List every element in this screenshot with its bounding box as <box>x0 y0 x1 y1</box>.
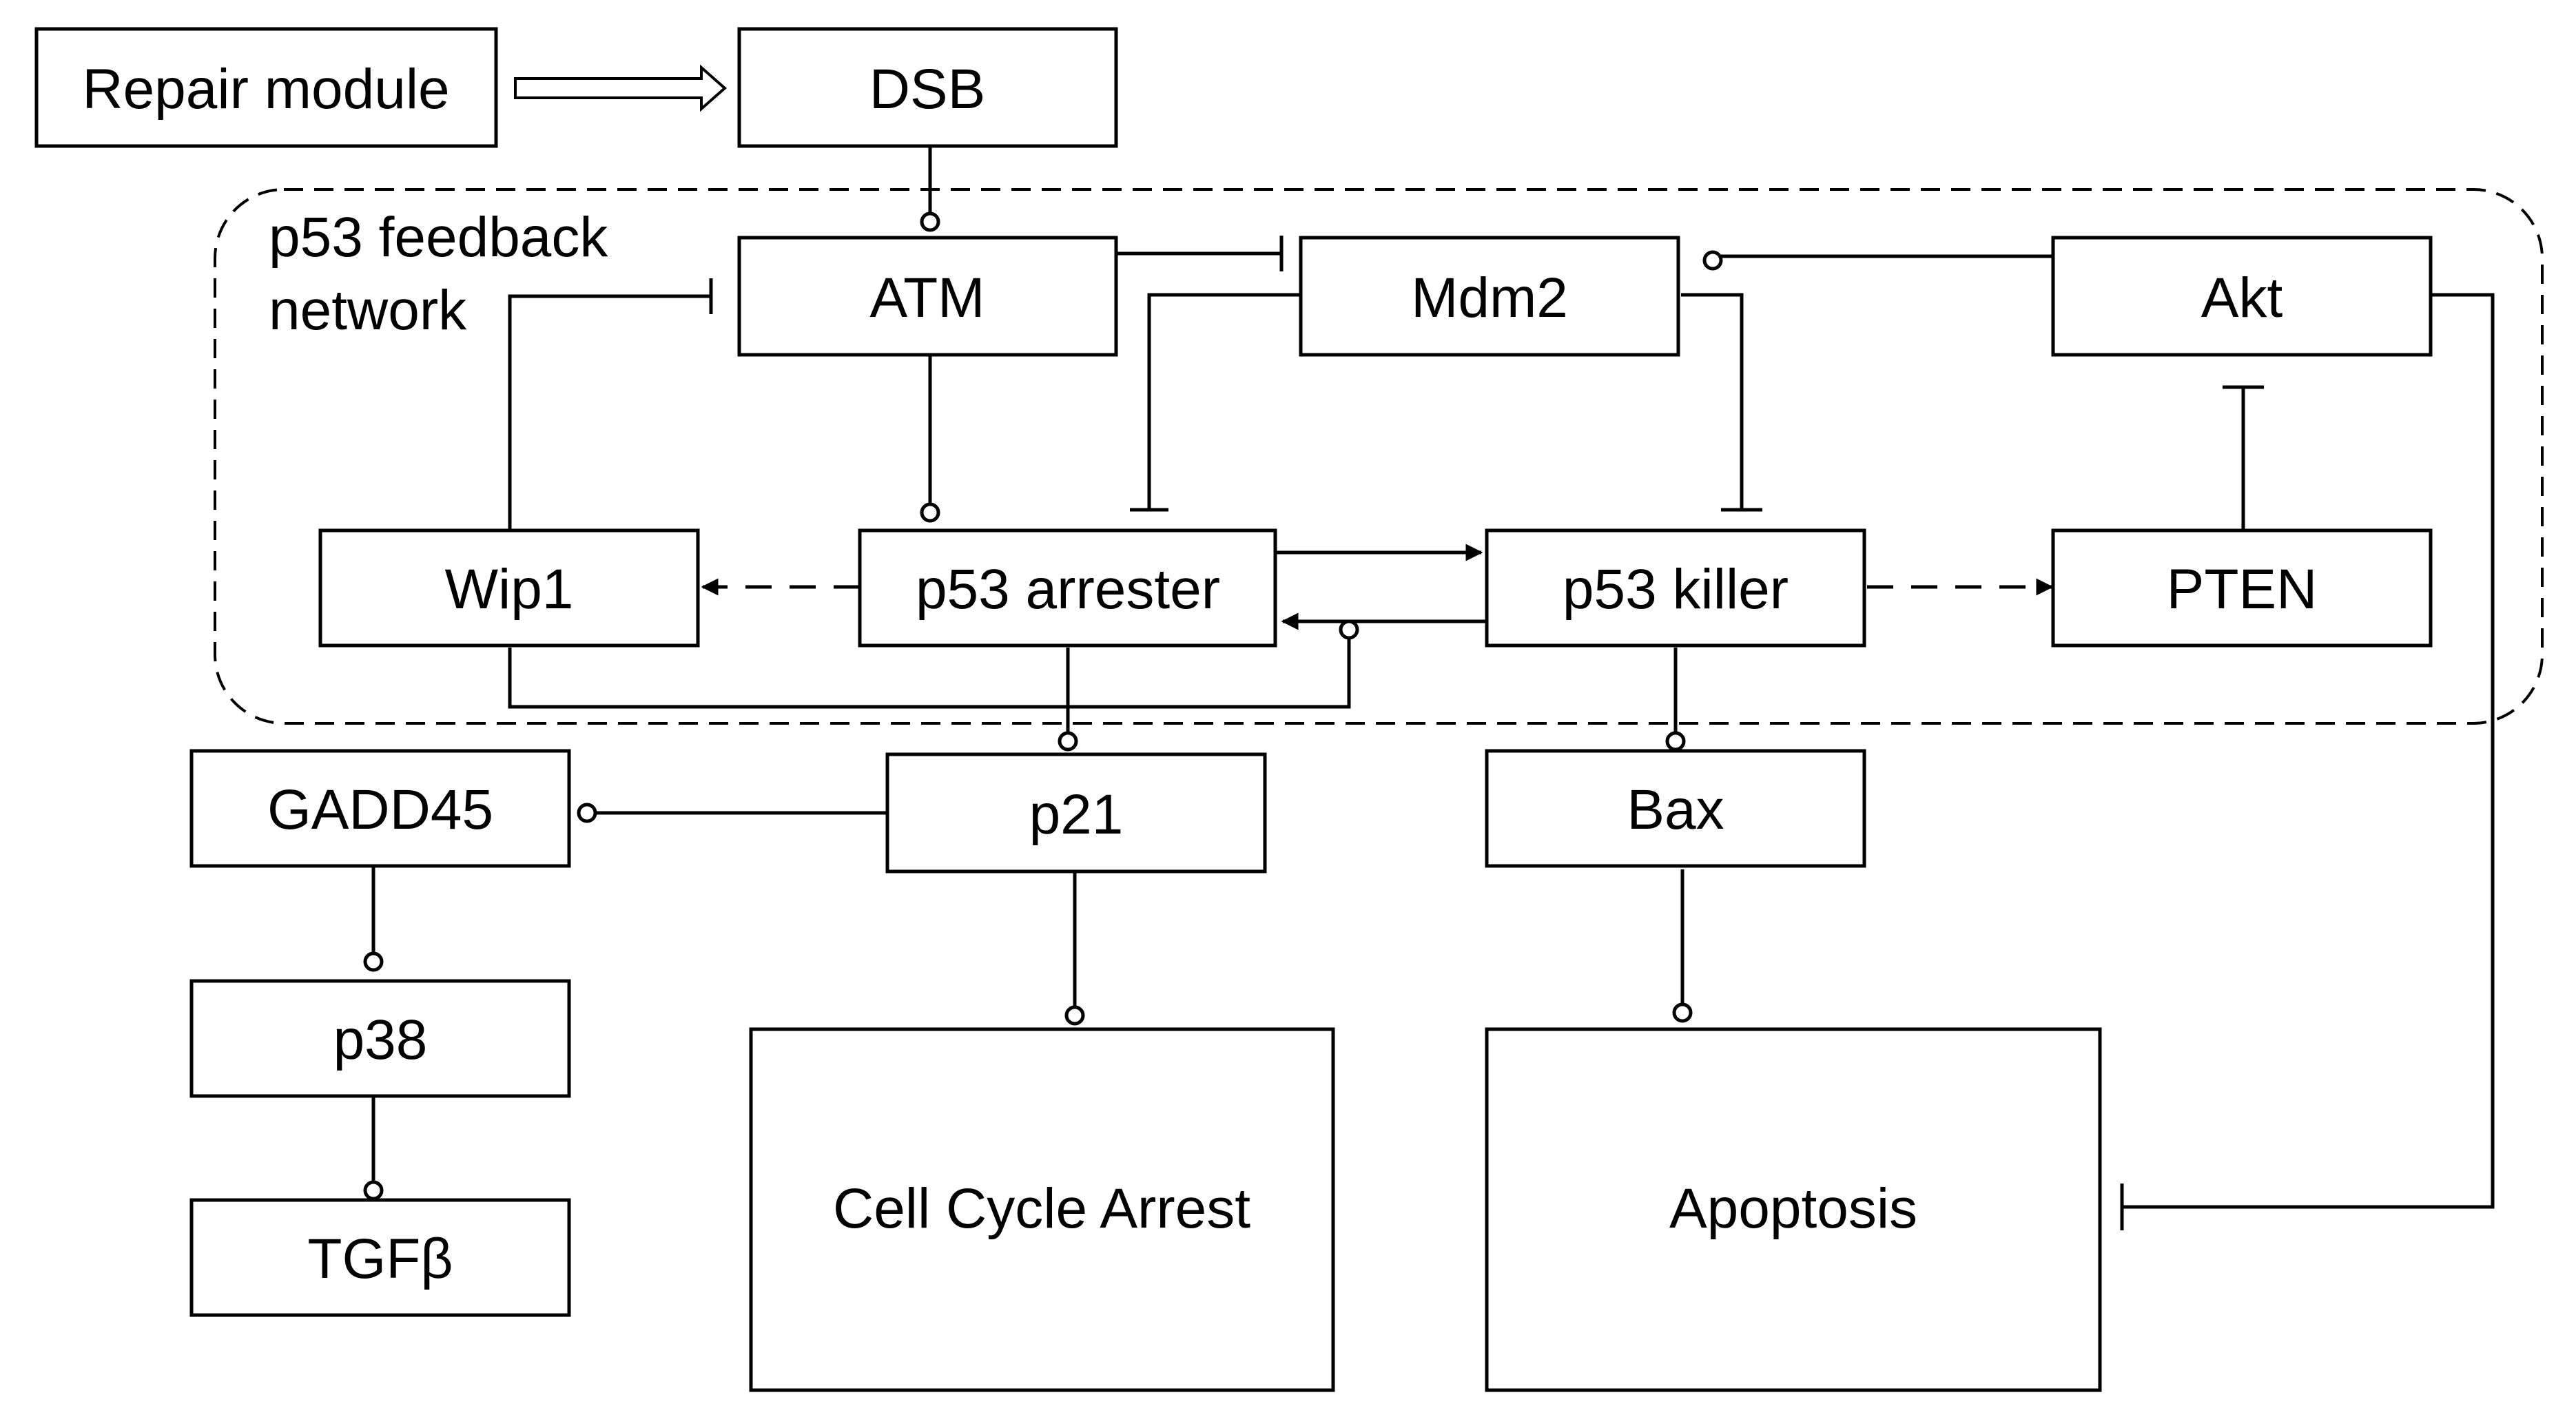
node-repair-module: Repair module <box>34 27 498 148</box>
node-tgfb: TGFβ <box>189 1198 571 1317</box>
p53-feedback-network-region <box>214 188 2544 725</box>
node-p53-arrester-label: p53 arrester <box>916 558 1220 621</box>
node-dsb-label: DSB <box>869 58 986 121</box>
edge-wip1-inhibits-atm <box>508 294 711 530</box>
node-atm-label: ATM <box>869 267 985 329</box>
edge-mdm2-inhibits-p53-killer <box>1681 293 1744 510</box>
edge-p21-to-cell-cycle-arrest-end <box>1064 1005 1085 1026</box>
edge-akt-inhibits-apoptosis <box>2122 293 2495 1209</box>
node-mdm2: Mdm2 <box>1299 236 1680 357</box>
node-p21-label: p21 <box>1029 783 1124 846</box>
edge-akt-to-mdm2-end <box>1702 250 1723 271</box>
edge-p21-to-gadd45-end <box>577 803 597 823</box>
edge-dsb-to-atm-end <box>920 211 940 232</box>
edge-p53-killer-to-bax-end <box>1665 731 1686 752</box>
node-wip1-label: Wip1 <box>445 558 574 621</box>
node-cell-cycle-arrest-label: Cell Cycle Arrest <box>833 1177 1250 1240</box>
node-cell-cycle-arrest: Cell Cycle Arrest <box>749 1027 1335 1392</box>
node-gadd45-label: GADD45 <box>267 778 493 841</box>
node-akt: Akt <box>2051 236 2433 357</box>
edge-wip1-to-conversion <box>508 638 1351 709</box>
node-pten-label: PTEN <box>2167 558 2318 621</box>
node-p53-arrester: p53 arrester <box>858 528 1277 648</box>
node-atm: ATM <box>737 236 1118 357</box>
node-p53-killer: p53 killer <box>1485 528 1866 648</box>
edge-repair-to-dsb <box>514 64 728 112</box>
node-bax: Bax <box>1485 749 1866 868</box>
edge-p38-to-tgfb-end <box>363 1180 384 1201</box>
node-p38: p38 <box>189 979 571 1098</box>
node-p53-killer-label: p53 killer <box>1563 558 1789 621</box>
node-mdm2-label: Mdm2 <box>1411 267 1568 329</box>
node-apoptosis: Apoptosis <box>1485 1027 2102 1392</box>
edge-p53-arrester-to-p21-end <box>1058 731 1078 752</box>
region-label-line1: p53 feedback <box>269 206 608 269</box>
node-akt-label: Akt <box>2201 267 2283 329</box>
node-tgfb-label: TGFβ <box>307 1228 453 1290</box>
node-repair-module-label: Repair module <box>82 58 449 121</box>
node-p38-label: p38 <box>333 1009 428 1071</box>
edge-wip1-to-conversion-end <box>1339 619 1359 640</box>
edge-bax-to-apoptosis-end <box>1672 1002 1693 1023</box>
node-dsb: DSB <box>737 27 1118 148</box>
edge-gadd45-to-p38-end <box>363 951 384 972</box>
node-bax-label: Bax <box>1627 778 1724 841</box>
node-wip1: Wip1 <box>318 528 700 648</box>
node-p21: p21 <box>885 752 1267 874</box>
region-label-line2: network <box>269 279 467 342</box>
node-gadd45: GADD45 <box>189 749 571 868</box>
edge-atm-to-p53-arrester-end <box>920 502 940 523</box>
edge-mdm2-inhibits-p53-arrester <box>1147 293 1302 510</box>
node-apoptosis-label: Apoptosis <box>1669 1177 1917 1240</box>
node-pten: PTEN <box>2051 528 2433 648</box>
